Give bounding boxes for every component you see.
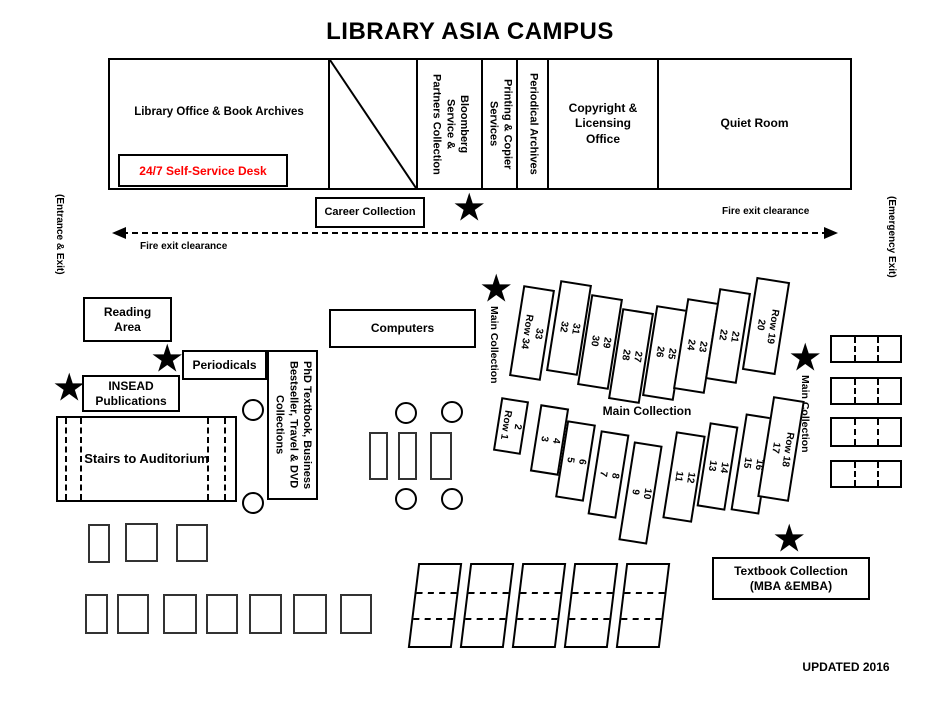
stair-line <box>207 418 209 500</box>
star-periodicals-icon: ★ <box>152 340 183 378</box>
fire-exit-dashed-line <box>122 232 828 234</box>
study-desk <box>398 432 417 480</box>
emergency-exit-label: (Emergency Exit) <box>886 196 897 278</box>
room-bloomberg: Bloomberg Service & Partners Collection <box>418 60 483 188</box>
study-desk <box>430 432 452 480</box>
room-copyright-label: Copyright & Licensing Office <box>568 100 638 146</box>
shelf-unit-right <box>830 460 902 488</box>
page-title: LIBRARY ASIA CAMPUS <box>326 18 614 45</box>
periodicals-box: Periodicals <box>182 350 267 380</box>
small-table <box>88 524 110 563</box>
star-insead-icon: ★ <box>54 369 85 407</box>
room-printing-label: Printing & Copier Services <box>487 78 514 170</box>
slanted-desk-unit <box>563 563 619 648</box>
star-main-collection-left-icon: ★ <box>481 270 512 308</box>
phd-collections-box: PhD Textbook, Business Bestseller, Trave… <box>267 350 318 500</box>
updated-label: UPDATED 2016 <box>802 660 890 674</box>
round-table <box>441 401 463 423</box>
star-career-icon: ★ <box>454 189 485 227</box>
shelf-unit-right <box>830 335 902 363</box>
small-table <box>206 594 238 634</box>
round-table <box>395 488 417 510</box>
star-textbook-icon: ★ <box>774 520 805 558</box>
small-table <box>125 523 158 562</box>
room-library-office-label: Library Office & Book Archives <box>134 106 304 118</box>
main-collection-right-label: Main Collection <box>799 375 811 453</box>
shelf-unit-right <box>830 417 902 447</box>
stairs-to-auditorium-box: Stairs to Auditorium <box>56 416 237 502</box>
arrowhead-right-icon <box>824 227 838 239</box>
career-collection-box: Career Collection <box>315 197 425 228</box>
stair-line <box>224 418 226 500</box>
small-table <box>117 594 149 634</box>
stair-line <box>65 418 67 500</box>
star-main-collection-right-icon: ★ <box>790 339 821 377</box>
self-service-desk-label: 24/7 Self-Service Desk <box>139 163 267 178</box>
room-periodical-archives: Periodical Archives <box>518 60 549 188</box>
room-copyright-office: Copyright & Licensing Office <box>549 60 659 188</box>
round-table <box>242 399 264 421</box>
slanted-desk-unit <box>511 563 567 648</box>
small-table <box>176 524 208 562</box>
small-table <box>249 594 282 634</box>
study-desk <box>369 432 388 480</box>
main-collection-center-label: Main Collection <box>602 404 692 418</box>
round-table <box>242 492 264 514</box>
small-table <box>293 594 327 634</box>
slanted-desk-unit <box>407 563 463 648</box>
stair-line <box>80 418 82 500</box>
entrance-exit-label: (Entrance & Exit) <box>54 194 65 275</box>
room-quiet: Quiet Room <box>659 60 850 188</box>
computers-box: Computers <box>329 309 476 348</box>
fire-exit-label-right: Fire exit clearance <box>722 206 810 217</box>
top-room-band: Library Office & Book Archives 24/7 Self… <box>108 58 852 190</box>
small-table <box>163 594 197 634</box>
round-table <box>441 488 463 510</box>
small-table <box>340 594 372 634</box>
fire-exit-arrow <box>112 226 838 240</box>
diagonal-line <box>330 60 416 188</box>
round-table <box>395 402 417 424</box>
room-quiet-label: Quiet Room <box>720 116 789 131</box>
main-collection-left-label: Main Collection <box>488 306 500 384</box>
room-library-office: Library Office & Book Archives 24/7 Self… <box>110 60 330 188</box>
self-service-desk-box: 24/7 Self-Service Desk <box>118 154 288 187</box>
slanted-desk-unit <box>459 563 515 648</box>
room-diagonal <box>330 60 418 188</box>
room-bloomberg-label: Bloomberg Service & Partners Collection <box>430 73 471 175</box>
slanted-desk-unit <box>615 563 671 648</box>
small-table <box>85 594 108 634</box>
room-periodical-label: Periodical Archives <box>527 73 540 175</box>
shelf-unit-right <box>830 377 902 405</box>
room-printing-copier: Printing & Copier Services <box>483 60 518 188</box>
fire-exit-label-left: Fire exit clearance <box>140 241 228 252</box>
phd-collections-label: PhD Textbook, Business Bestseller, Trave… <box>273 360 314 490</box>
textbook-collection-box: Textbook Collection(MBA &EMBA) <box>712 557 870 600</box>
arrowhead-left-icon <box>112 227 126 239</box>
